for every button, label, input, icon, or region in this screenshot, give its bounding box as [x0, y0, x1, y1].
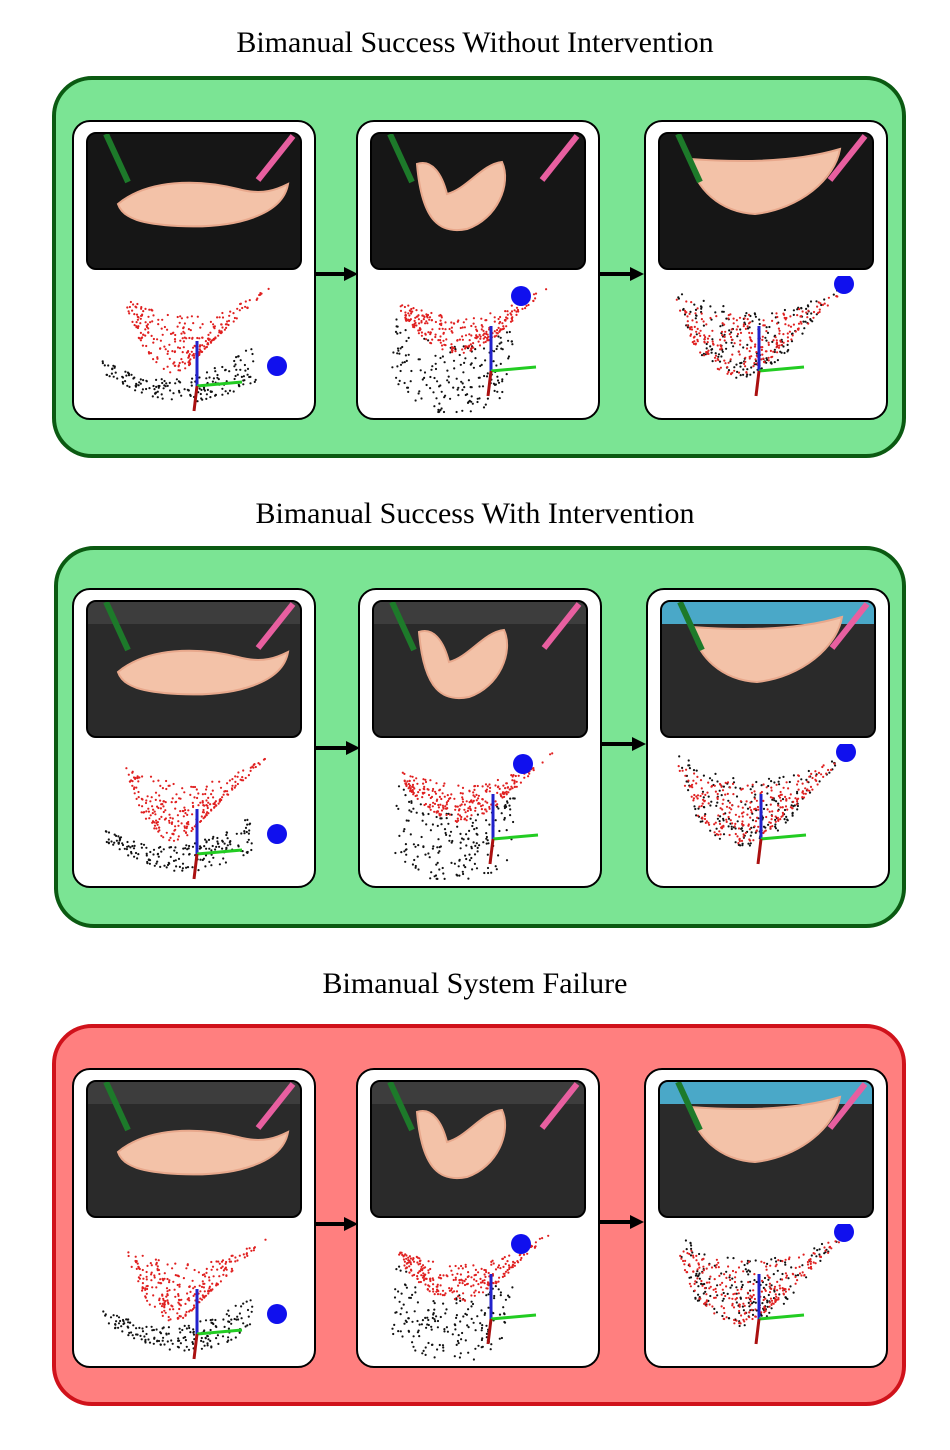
step-panel-1 [72, 588, 316, 888]
point-cloud-visualization [101, 287, 287, 412]
tissue-photo-illustration [88, 1082, 300, 1216]
tissue-photo-illustration [660, 134, 872, 268]
section-box-failure [52, 1024, 906, 1406]
step-panel-3 [646, 588, 890, 888]
step-panel-2 [358, 588, 602, 888]
tissue-photo-illustration [374, 602, 586, 736]
camera-photo [658, 132, 874, 270]
step-arrow-icon [602, 737, 646, 751]
step-panel-1 [72, 1068, 316, 1368]
step-panel-2 [356, 120, 600, 420]
section-title-3: Bimanual System Failure [322, 967, 628, 1000]
point-cloud-visualization [679, 1224, 854, 1345]
point-cloud-visualization [394, 752, 554, 880]
camera-photo [370, 1080, 586, 1218]
step-arrow-icon [316, 741, 360, 755]
tissue-photo-illustration [88, 134, 300, 268]
section-box-success-no-intervention [52, 76, 906, 458]
point-cloud-visualization [391, 1234, 550, 1361]
camera-photo [660, 600, 876, 738]
step-arrow-icon [314, 267, 358, 281]
section-box-success-with-intervention [54, 546, 906, 928]
point-cloud-visualization [677, 744, 856, 865]
point-cloud-visualization [102, 1238, 287, 1360]
camera-photo [86, 1080, 302, 1218]
point-cloud-visualization [391, 286, 548, 414]
step-panel-3 [644, 120, 888, 420]
section-title-2: Bimanual Success With Intervention [255, 497, 695, 530]
tissue-photo-illustration [660, 1082, 872, 1216]
step-panel-2 [356, 1068, 600, 1368]
step-arrow-icon [600, 267, 644, 281]
camera-photo [658, 1080, 874, 1218]
camera-photo [372, 600, 588, 738]
camera-photo [86, 132, 302, 270]
tissue-photo-illustration [372, 134, 584, 268]
camera-photo [86, 600, 302, 738]
step-panel-3 [644, 1068, 888, 1368]
point-cloud-visualization [675, 276, 854, 397]
section-title-1: Bimanual Success Without Intervention [236, 26, 714, 59]
step-arrow-icon [600, 1215, 644, 1229]
point-cloud-visualization [104, 757, 287, 880]
tissue-photo-illustration [662, 602, 874, 736]
step-arrow-icon [314, 1217, 358, 1231]
tissue-photo-illustration [372, 1082, 584, 1216]
step-panel-1 [72, 120, 316, 420]
tissue-photo-illustration [88, 602, 300, 736]
camera-photo [370, 132, 586, 270]
